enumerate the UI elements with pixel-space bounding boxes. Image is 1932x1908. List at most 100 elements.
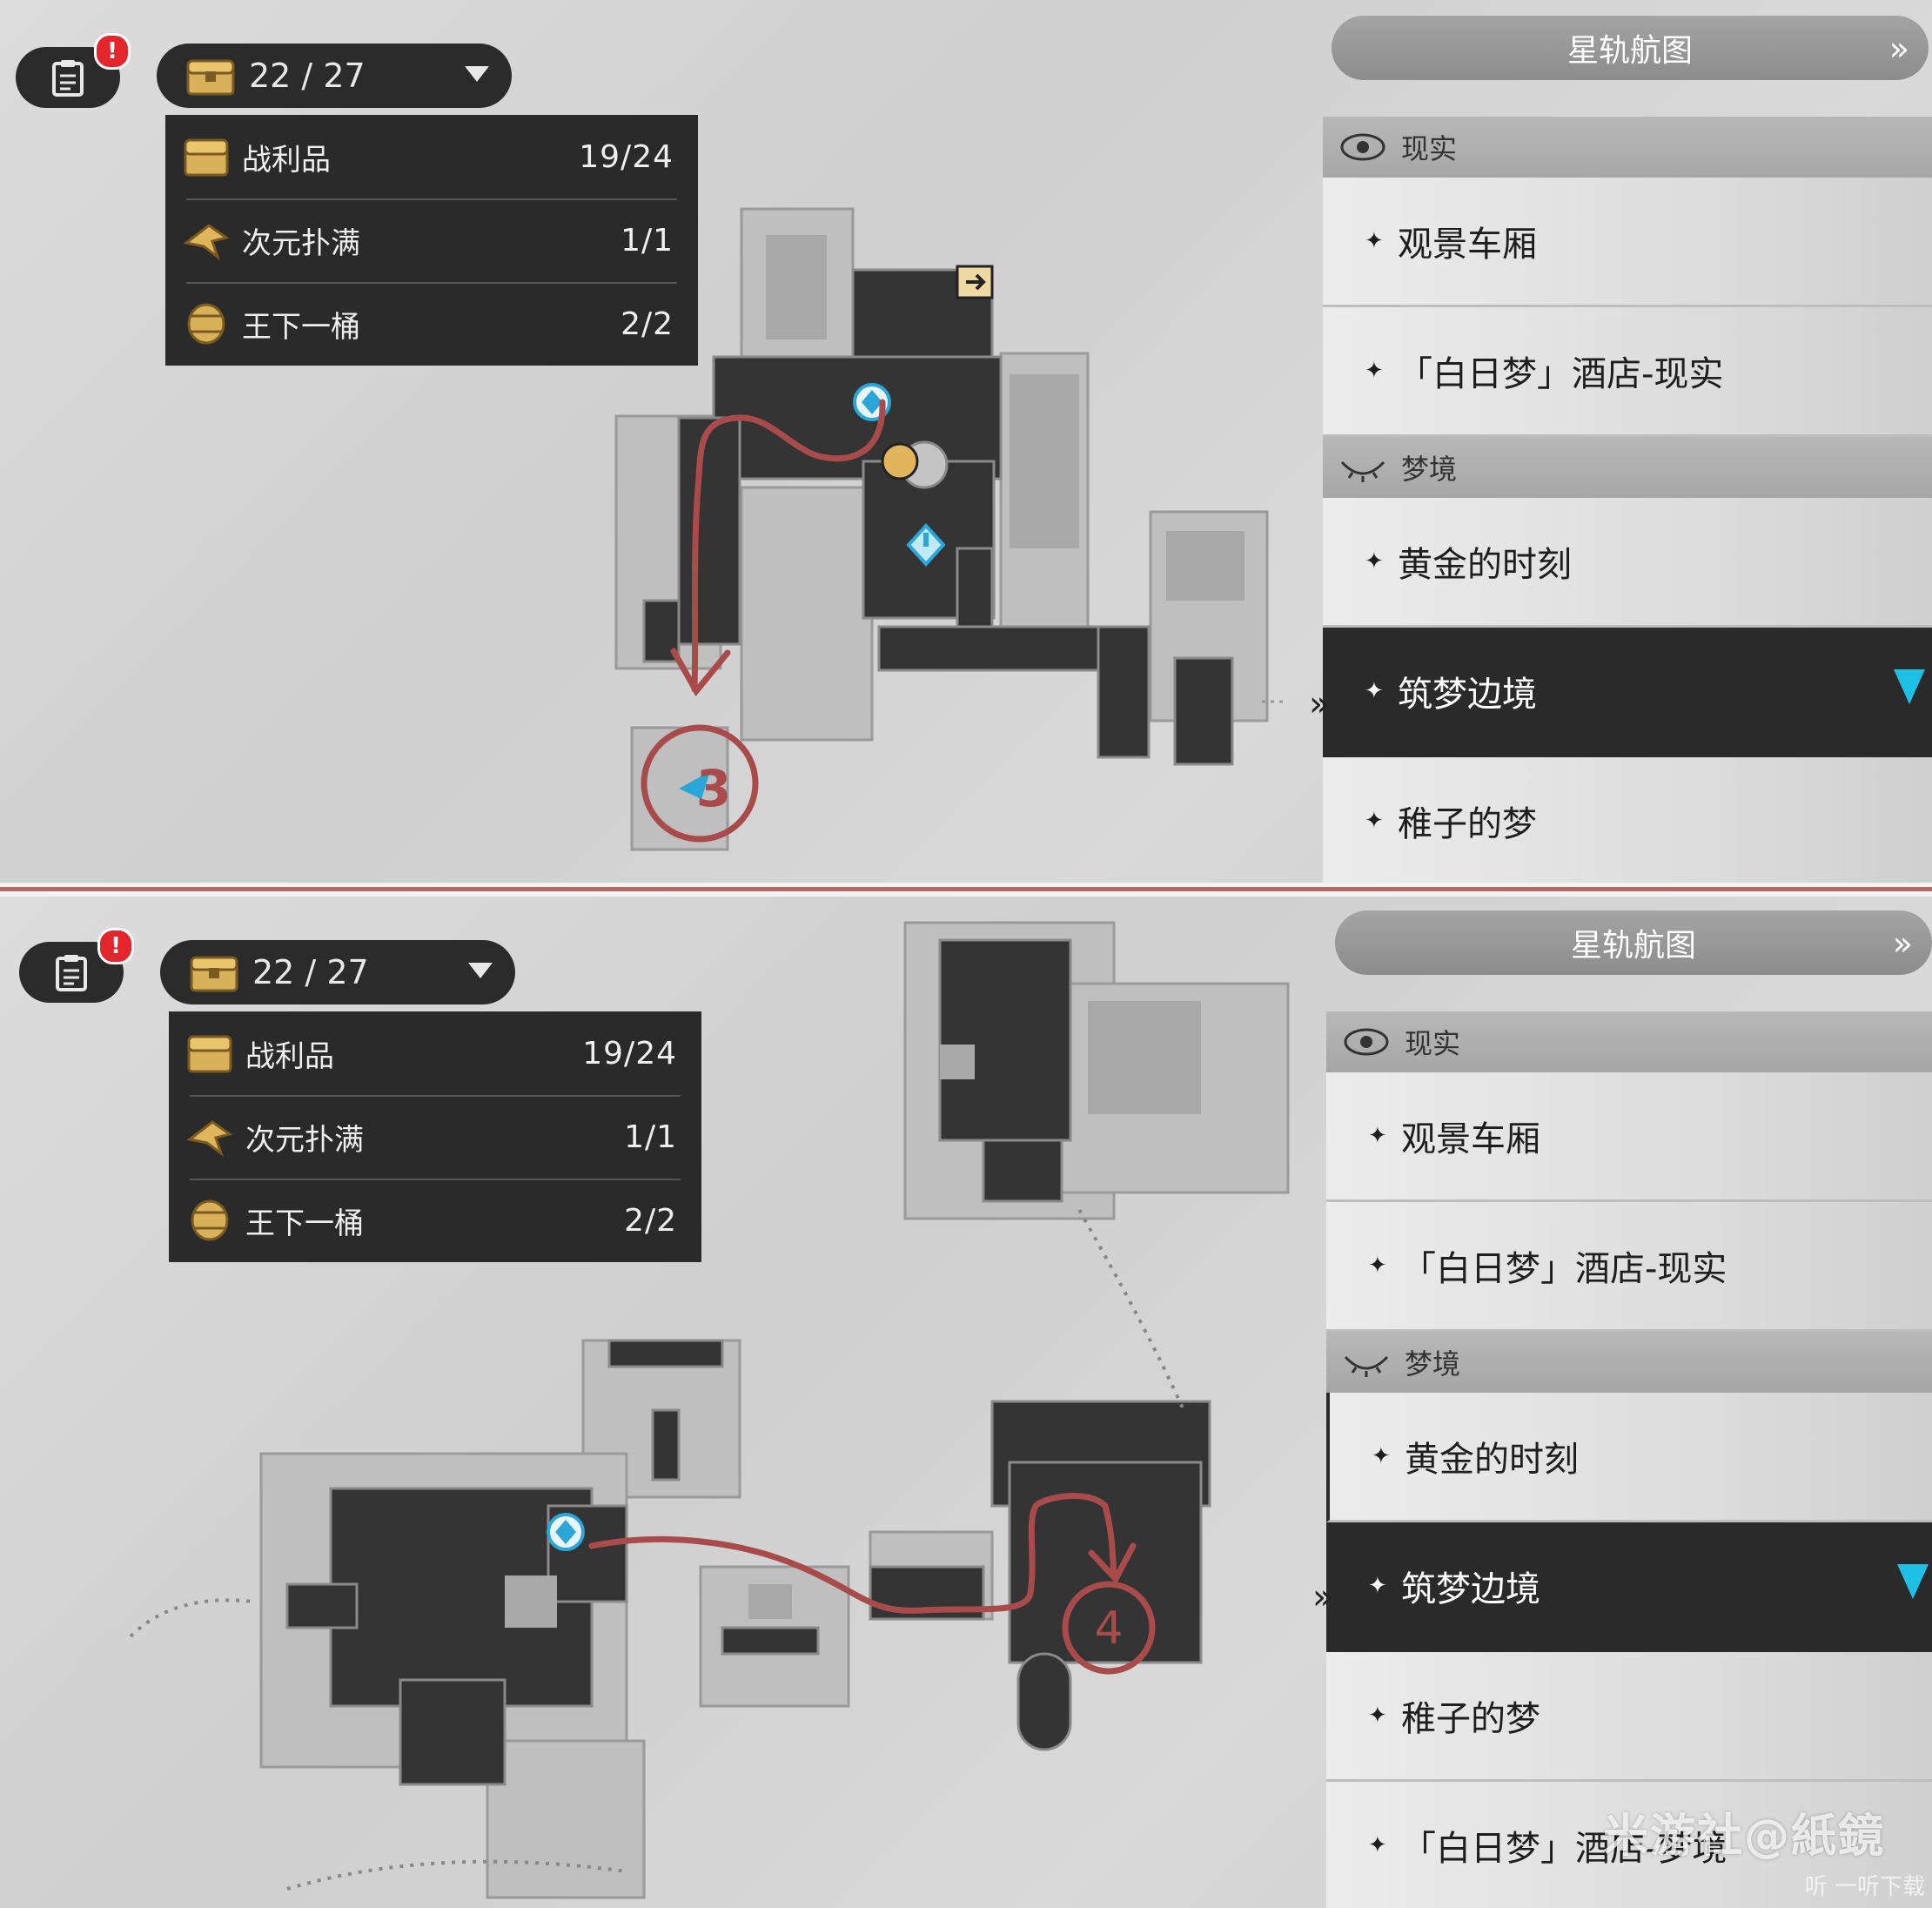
location-item-dream-edge[interactable]: ✦ 筑梦边境 (1323, 628, 1932, 757)
treasure-chest-icon (187, 1035, 232, 1073)
loot-label: 王下一桶 (245, 1206, 364, 1241)
location-label: 观景车厢 (1401, 1119, 1540, 1159)
section-label: 现实 (1405, 1027, 1461, 1060)
clipboard-icon (52, 60, 84, 97)
location-label: 筑梦边境 (1398, 675, 1537, 715)
location-item-hotel-reality[interactable]: ✦ 「白日梦」酒店-现实 (1326, 1202, 1932, 1332)
barrel-icon (187, 303, 225, 345)
star-icon: ✦ (1368, 1832, 1387, 1858)
star-icon: ✦ (1365, 358, 1384, 384)
section-reality: 现实 (1323, 117, 1932, 178)
watermark-small: 听 一听下载 (1804, 1874, 1925, 1900)
star-icon: ✦ (1372, 1443, 1391, 1469)
location-label: 稚子的梦 (1401, 1699, 1540, 1739)
loot-panel: 战利品 19/24 次元扑满 1/1 王下一桶 2/2 (165, 115, 698, 366)
section-reality: 现实 (1326, 1011, 1932, 1072)
route-path (691, 399, 886, 693)
origami-bird-icon (186, 1120, 233, 1158)
location-item-observation-car[interactable]: ✦ 观景车厢 (1323, 178, 1932, 307)
section-label: 梦境 (1405, 1347, 1461, 1381)
loot-count: 1/1 (621, 222, 674, 259)
loot-count: 19/24 (582, 1035, 677, 1072)
current-location-pointer-icon: » (1312, 1577, 1334, 1617)
star-icon: ✦ (1368, 1703, 1387, 1729)
image-divider (0, 883, 1932, 897)
loot-label: 战利品 (245, 1038, 334, 1074)
selected-indicator-icon (1894, 669, 1925, 704)
chevron-down-icon (468, 963, 493, 978)
loot-label: 次元扑满 (245, 1122, 364, 1158)
loot-row-origami-bird: 次元扑满 1/1 (165, 198, 698, 282)
star-icon: ✦ (1365, 808, 1384, 834)
barrel-icon (191, 1199, 229, 1241)
loot-label: 战利品 (242, 142, 331, 178)
space-anchor-icon[interactable] (547, 1513, 585, 1551)
loot-row-treasure: 战利品 19/24 (169, 1011, 701, 1095)
loot-row-barrel: 王下一桶 2/2 (169, 1179, 701, 1262)
treasure-dropdown[interactable]: 22 / 27 (157, 44, 512, 108)
double-chevron-right-icon: » (1888, 30, 1909, 68)
waypoint-number: 3 (696, 759, 731, 818)
player-position-icon (679, 771, 710, 799)
eye-icon (1344, 1028, 1389, 1056)
location-item-observation-car[interactable]: ✦ 观景车厢 (1326, 1072, 1932, 1202)
map-view[interactable]: 4 (0, 897, 1323, 1908)
loot-row-origami-bird: 次元扑满 1/1 (169, 1095, 701, 1179)
section-label: 现实 (1401, 132, 1458, 165)
location-list: 现实 ✦ 观景车厢 ✦ 「白日梦」酒店-现实 梦境 ✦ 黄金的时刻 ✦ 筑梦边境 (1323, 117, 1932, 883)
location-item-dream-edge[interactable]: ✦ 筑梦边境 (1326, 1522, 1932, 1652)
eye-icon (1340, 133, 1385, 161)
location-label: 「白日梦」酒店-现实 (1398, 354, 1724, 394)
section-dream: 梦境 (1326, 1332, 1932, 1393)
star-icon: ✦ (1368, 1573, 1387, 1599)
origami-bird-icon (183, 224, 230, 261)
location-label: 「白日梦」酒店-现实 (1401, 1249, 1727, 1289)
location-label: 黄金的时刻 (1405, 1440, 1579, 1480)
mission-marker-icon[interactable] (906, 523, 946, 567)
waypoint-number: 4 (1094, 1602, 1123, 1655)
waypoint-circle (641, 724, 759, 843)
star-icon: ✦ (1365, 228, 1384, 254)
map-view[interactable]: 3 (0, 0, 1323, 883)
current-location-pointer-icon: » (1309, 684, 1331, 724)
location-item-golden-hour[interactable]: ✦ 黄金的时刻 (1323, 498, 1932, 628)
nav-title: 星轨航图 (1566, 33, 1693, 69)
section-label: 梦境 (1401, 453, 1458, 486)
location-label: 观景车厢 (1398, 225, 1537, 265)
star-icon: ✦ (1365, 678, 1384, 704)
location-item-hotel-reality[interactable]: ✦ 「白日梦」酒店-现实 (1323, 307, 1932, 437)
loot-label: 王下一桶 (242, 309, 360, 345)
dream-eye-icon (1344, 1355, 1389, 1377)
treasure-chest-icon (184, 138, 229, 177)
treasure-dropdown[interactable]: 22 / 27 (160, 940, 515, 1004)
treasure-chest-icon (186, 59, 235, 96)
clipboard-icon (56, 955, 87, 991)
location-label: 「白日梦」酒店-梦境 (1401, 1829, 1727, 1869)
location-list: 现实 ✦ 观景车厢 ✦ 「白日梦」酒店-现实 梦境 ✦ 黄金的时刻 ✦ 筑梦边境 (1326, 1011, 1932, 1908)
location-item-golden-hour[interactable]: ✦ 黄金的时刻 (1326, 1393, 1932, 1522)
waypoint-circle (1062, 1581, 1156, 1675)
location-item-childs-dream[interactable]: ✦ 稚子的梦 (1326, 1652, 1932, 1782)
location-item-hotel-dream[interactable]: ✦ 「白日梦」酒店-梦境 (1326, 1782, 1932, 1908)
double-chevron-right-icon: » (1892, 924, 1913, 963)
treasure-count: 22 / 27 (252, 953, 369, 991)
exit-icon[interactable] (956, 265, 994, 299)
alert-badge: ! (94, 33, 131, 70)
location-label: 稚子的梦 (1398, 804, 1537, 844)
top-screenshot: 3 ! 22 / 27 战利品 19/24 (0, 0, 1932, 883)
dream-eye-icon (1340, 460, 1385, 482)
location-item-childs-dream[interactable]: ✦ 稚子的梦 (1323, 757, 1932, 883)
loot-row-barrel: 王下一桶 2/2 (165, 282, 698, 366)
star-rail-map-button[interactable]: 星轨航图 » (1335, 910, 1932, 975)
loot-count: 1/1 (624, 1119, 677, 1155)
loot-label: 次元扑满 (242, 225, 360, 261)
loot-count: 2/2 (621, 306, 674, 342)
chevron-down-icon (465, 66, 489, 82)
star-icon: ✦ (1368, 1253, 1387, 1279)
star-rail-map-button[interactable]: 星轨航图 » (1332, 16, 1929, 80)
treasure-chest-icon (190, 956, 238, 992)
treasure-count: 22 / 27 (249, 57, 366, 95)
route-path (588, 1492, 1117, 1614)
star-icon: ✦ (1365, 548, 1384, 574)
star-icon: ✦ (1368, 1123, 1387, 1149)
